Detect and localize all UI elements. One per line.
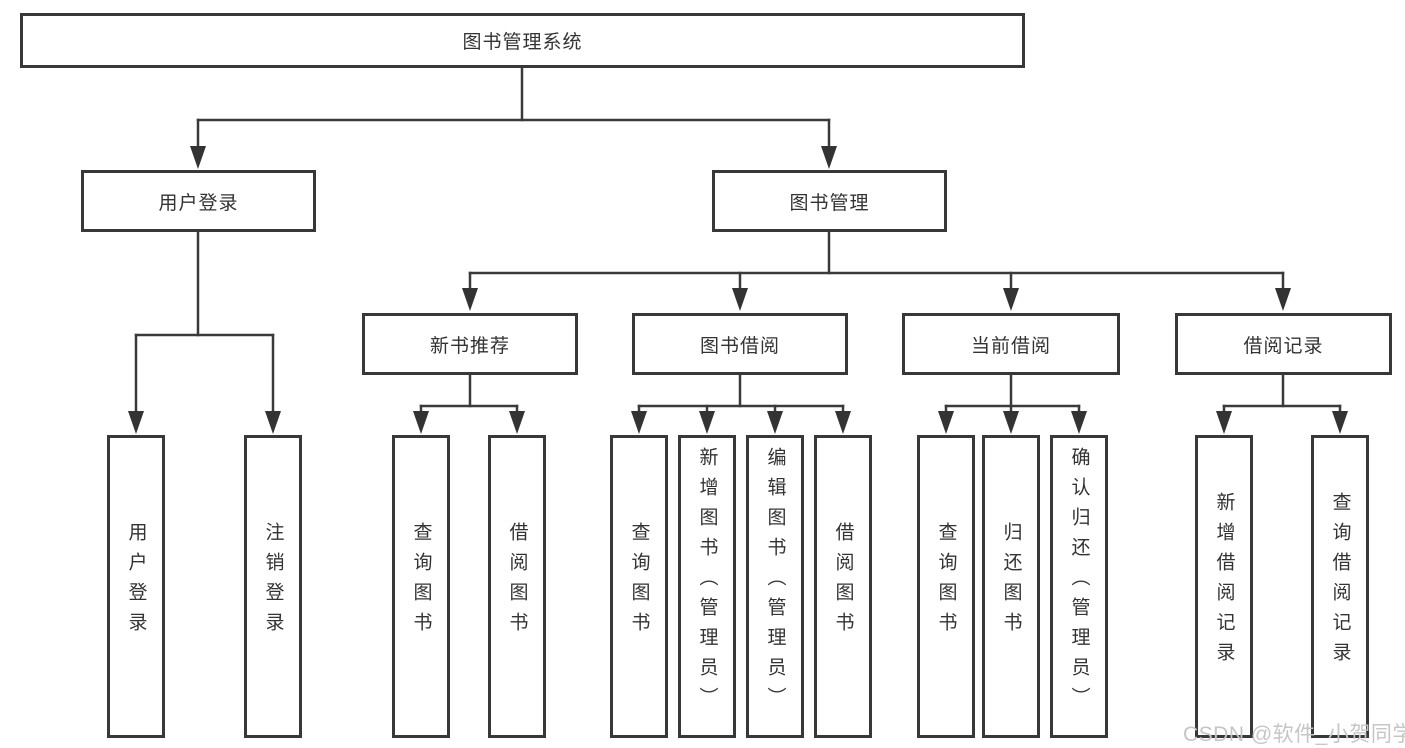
node-label: 查询图书: [935, 521, 957, 642]
node-label: 确认归还（管理员）: [1068, 446, 1090, 717]
node-label: 新增图书（管理员）: [696, 446, 718, 717]
node-label: 借阅图书: [832, 521, 854, 642]
edge-book-borrowing-to-leaves: [631, 372, 851, 434]
node-label: 用户登录: [125, 521, 147, 642]
leaf-borrow-books-borrowing: 借阅图书: [814, 435, 872, 738]
edge-book-management-to-level3: [462, 229, 1291, 311]
node-label: 用户登录: [158, 192, 239, 214]
node-book-borrowing: 图书借阅: [632, 313, 848, 375]
node-label: 图书管理系统: [462, 32, 583, 53]
edge-new-book-recommendation-to-leaves: [413, 372, 525, 434]
leaf-user-login: 用户登录: [107, 435, 165, 738]
leaf-logout: 注销登录: [244, 435, 302, 738]
node-label: 图书借阅: [699, 335, 780, 357]
leaf-borrow-books-recommendation: 借阅图书: [488, 435, 546, 738]
edge-root-to-level2: [190, 64, 837, 169]
node-label: 图书管理: [789, 192, 870, 214]
leaf-add-borrowing-record: 新增借阅记录: [1195, 435, 1253, 738]
node-label: 注销登录: [262, 521, 284, 642]
leaf-query-books-borrowing: 查询图书: [610, 435, 668, 738]
node-book-management: 图书管理: [712, 170, 947, 232]
leaf-query-books-recommendation: 查询图书: [392, 435, 450, 738]
node-label: 新书推荐: [429, 335, 510, 357]
leaf-query-borrowing-record: 查询借阅记录: [1311, 435, 1369, 738]
node-label: 新增借阅记录: [1213, 491, 1235, 672]
leaf-confirm-return-admin: 确认归还（管理员）: [1050, 435, 1108, 738]
node-label: 当前借阅: [970, 335, 1051, 357]
edge-current-borrowing-to-leaves: [938, 372, 1087, 434]
node-label: 查询图书: [410, 521, 432, 642]
node-new-book-recommendation: 新书推荐: [362, 313, 578, 375]
node-label: 借阅图书: [506, 521, 528, 642]
edge-user-login-to-leaves: [128, 229, 281, 434]
leaf-add-book-admin: 新增图书（管理员）: [678, 435, 736, 738]
leaf-return-books: 归还图书: [982, 435, 1040, 738]
node-label: 查询图书: [628, 521, 650, 642]
node-library-management-system: 图书管理系统: [20, 13, 1025, 68]
edge-borrowing-records-to-leaves: [1216, 372, 1348, 434]
node-label: 借阅记录: [1243, 335, 1324, 357]
watermark: CSDN @软件_小贺同学: [1183, 723, 1405, 746]
node-label: 编辑图书（管理员）: [764, 446, 786, 717]
node-borrowing-records: 借阅记录: [1175, 313, 1392, 375]
node-label: 归还图书: [1000, 521, 1022, 642]
leaf-query-books-current: 查询图书: [917, 435, 975, 738]
node-current-borrowing: 当前借阅: [902, 313, 1120, 375]
node-label: 查询借阅记录: [1329, 491, 1351, 672]
node-user-login: 用户登录: [81, 170, 316, 232]
leaf-edit-book-admin: 编辑图书（管理员）: [746, 435, 804, 738]
